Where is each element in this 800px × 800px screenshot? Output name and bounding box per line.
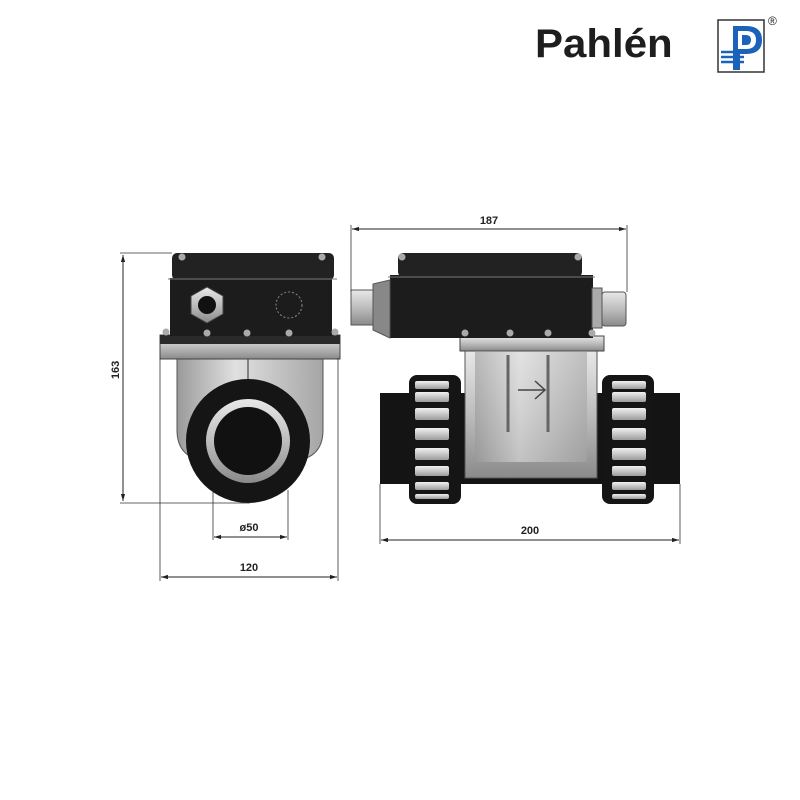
knockout-hole [275, 291, 303, 319]
union-nut-right [602, 375, 654, 504]
dimension-height-label: 163 [110, 361, 122, 379]
flow-direction-arrow-icon [518, 380, 547, 400]
front-view: 163 ø50 120 [110, 252, 341, 581]
cable-gland [190, 286, 224, 324]
cable-gland-right [591, 287, 627, 329]
union-nut-left [409, 375, 461, 504]
side-view: 187 200 [350, 215, 681, 544]
brand-logo-text: Pahlén [535, 22, 673, 66]
dimension-diameter-label: ø50 [240, 522, 259, 534]
cable-gland-left [350, 279, 391, 339]
dimension-width-label: 120 [240, 562, 258, 574]
dimension-overall-length-label: 200 [521, 525, 539, 537]
registered-mark: ® [768, 14, 777, 28]
dimension-box-length-label: 187 [480, 215, 498, 227]
brand-logo-icon [717, 19, 765, 73]
